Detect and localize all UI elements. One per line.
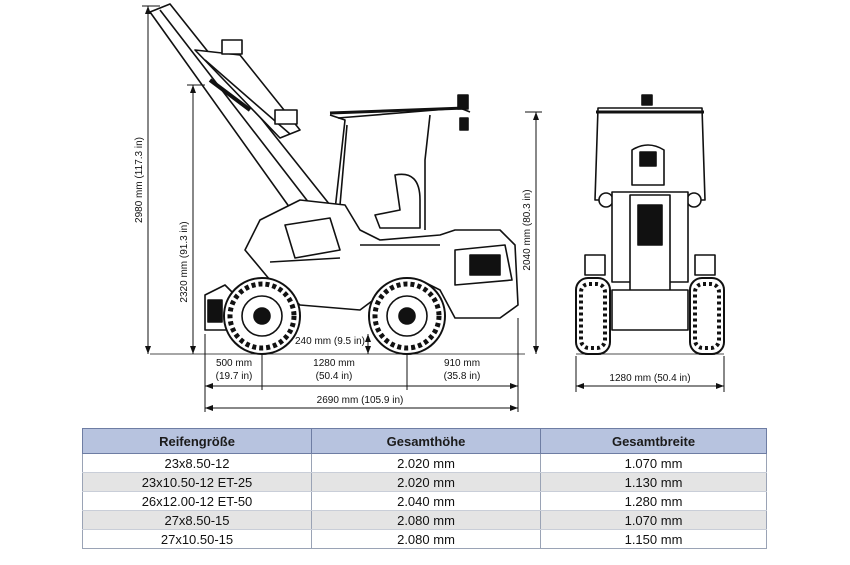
front-overhang-in-label: (19.7 in) (216, 371, 253, 382)
table-row: 26x12.00-12 ET-50 2.040 mm 1.280 mm (82, 491, 767, 511)
table-cell: 26x12.00-12 ET-50 (82, 491, 312, 511)
tire-spec-table: Reifengröße Gesamthöhe Gesamtbreite 23x8… (82, 428, 767, 549)
dimension-drawing: 2980 mm (117.3 in) 2320 mm (91.3 in) 204… (134, 3, 725, 412)
table-cell: 23x10.50-12 ET-25 (82, 472, 312, 492)
table-cell: 1.150 mm (540, 529, 767, 549)
loader-side-view (149, 3, 519, 355)
height-arm-label: 2320 mm (91.3 in) (179, 221, 190, 302)
column-header-total-width: Gesamtbreite (540, 428, 767, 454)
column-header-tire-size: Reifengröße (82, 428, 312, 454)
table-cell: 27x8.50-15 (82, 510, 312, 530)
table-cell: 2.080 mm (311, 529, 541, 549)
wheelbase-in-label: (50.4 in) (316, 371, 353, 382)
wheelbase-mm-label: 1280 mm (313, 358, 355, 369)
table-cell: 23x8.50-12 (82, 453, 312, 473)
table-cell: 2.040 mm (311, 491, 541, 511)
table-header-row: Reifengröße Gesamthöhe Gesamtbreite (82, 428, 767, 454)
height-cab-label: 2040 mm (80.3 in) (522, 189, 533, 270)
table-cell: 1.070 mm (540, 510, 767, 530)
table-cell: 1.130 mm (540, 472, 767, 492)
front-overhang-mm-label: 500 mm (216, 358, 252, 369)
table-cell: 27x10.50-15 (82, 529, 312, 549)
table-cell: 2.080 mm (311, 510, 541, 530)
rear-overhang-in-label: (35.8 in) (444, 371, 481, 382)
table-row: 23x8.50-12 2.020 mm 1.070 mm (82, 453, 767, 473)
table-cell: 2.020 mm (311, 472, 541, 492)
loader-front-view (575, 94, 725, 355)
ground-clearance-label: 240 mm (9.5 in) (295, 336, 365, 347)
table-row: 27x8.50-15 2.080 mm 1.070 mm (82, 510, 767, 530)
table-cell: 1.070 mm (540, 453, 767, 473)
height-total-label: 2980 mm (117.3 in) (134, 137, 145, 223)
table-cell: 1.280 mm (540, 491, 767, 511)
column-header-total-height: Gesamthöhe (311, 428, 541, 454)
overall-length-label: 2690 mm (105.9 in) (317, 395, 404, 406)
rear-overhang-mm-label: 910 mm (444, 358, 480, 369)
table-row: 27x10.50-15 2.080 mm 1.150 mm (82, 529, 767, 549)
overall-width-label: 1280 mm (50.4 in) (609, 373, 690, 384)
table-row: 23x10.50-12 ET-25 2.020 mm 1.130 mm (82, 472, 767, 492)
table-cell: 2.020 mm (311, 453, 541, 473)
